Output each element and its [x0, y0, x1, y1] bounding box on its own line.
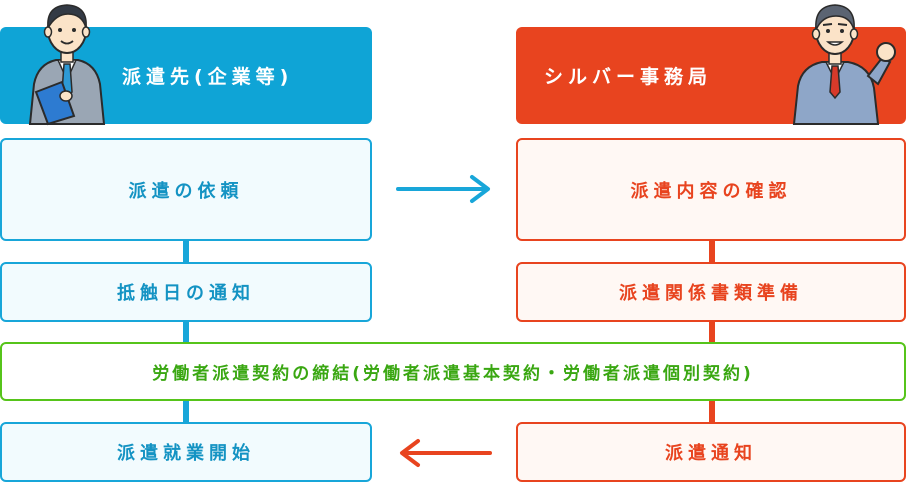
step-prepare-documents: 派遣関係書類準備 — [516, 262, 906, 322]
connector-left-3 — [183, 399, 189, 424]
connector-right-3 — [709, 399, 715, 424]
step-prepare-documents-label: 派遣関係書類準備 — [619, 283, 803, 304]
worker-icon — [792, 4, 896, 125]
step-dispatch-notice: 派遣通知 — [516, 422, 906, 482]
connector-left-2 — [183, 320, 189, 344]
connector-left-1 — [183, 240, 189, 264]
step-request-dispatch: 派遣の依頼 — [0, 138, 372, 241]
connector-right-1 — [709, 240, 715, 264]
step-confirm-details: 派遣内容の確認 — [516, 138, 906, 241]
arrow-left-icon — [400, 439, 492, 467]
step-conflict-date-notice: 抵触日の通知 — [0, 262, 372, 322]
step-start-work-label: 派遣就業開始 — [117, 443, 255, 464]
step-confirm-details-label: 派遣内容の確認 — [630, 180, 792, 202]
step-dispatch-notice-label: 派遣通知 — [665, 443, 757, 464]
step-conflict-date-notice-label: 抵触日の通知 — [117, 283, 255, 304]
connector-right-2 — [709, 320, 715, 344]
step-request-dispatch-label: 派遣の依頼 — [128, 180, 244, 202]
header-silver-office-label: シルバー事務局 — [544, 66, 713, 88]
header-client-label: 派遣先(企業等) — [122, 66, 294, 88]
step-start-work: 派遣就業開始 — [0, 422, 372, 482]
step-conclude-contract-label: 労働者派遣契約の締結(労働者派遣基本契約・労働者派遣個別契約) — [152, 364, 754, 384]
step-conclude-contract: 労働者派遣契約の締結(労働者派遣基本契約・労働者派遣個別契約) — [0, 342, 906, 401]
businessman-icon — [28, 4, 106, 126]
arrow-right-icon — [396, 175, 490, 203]
